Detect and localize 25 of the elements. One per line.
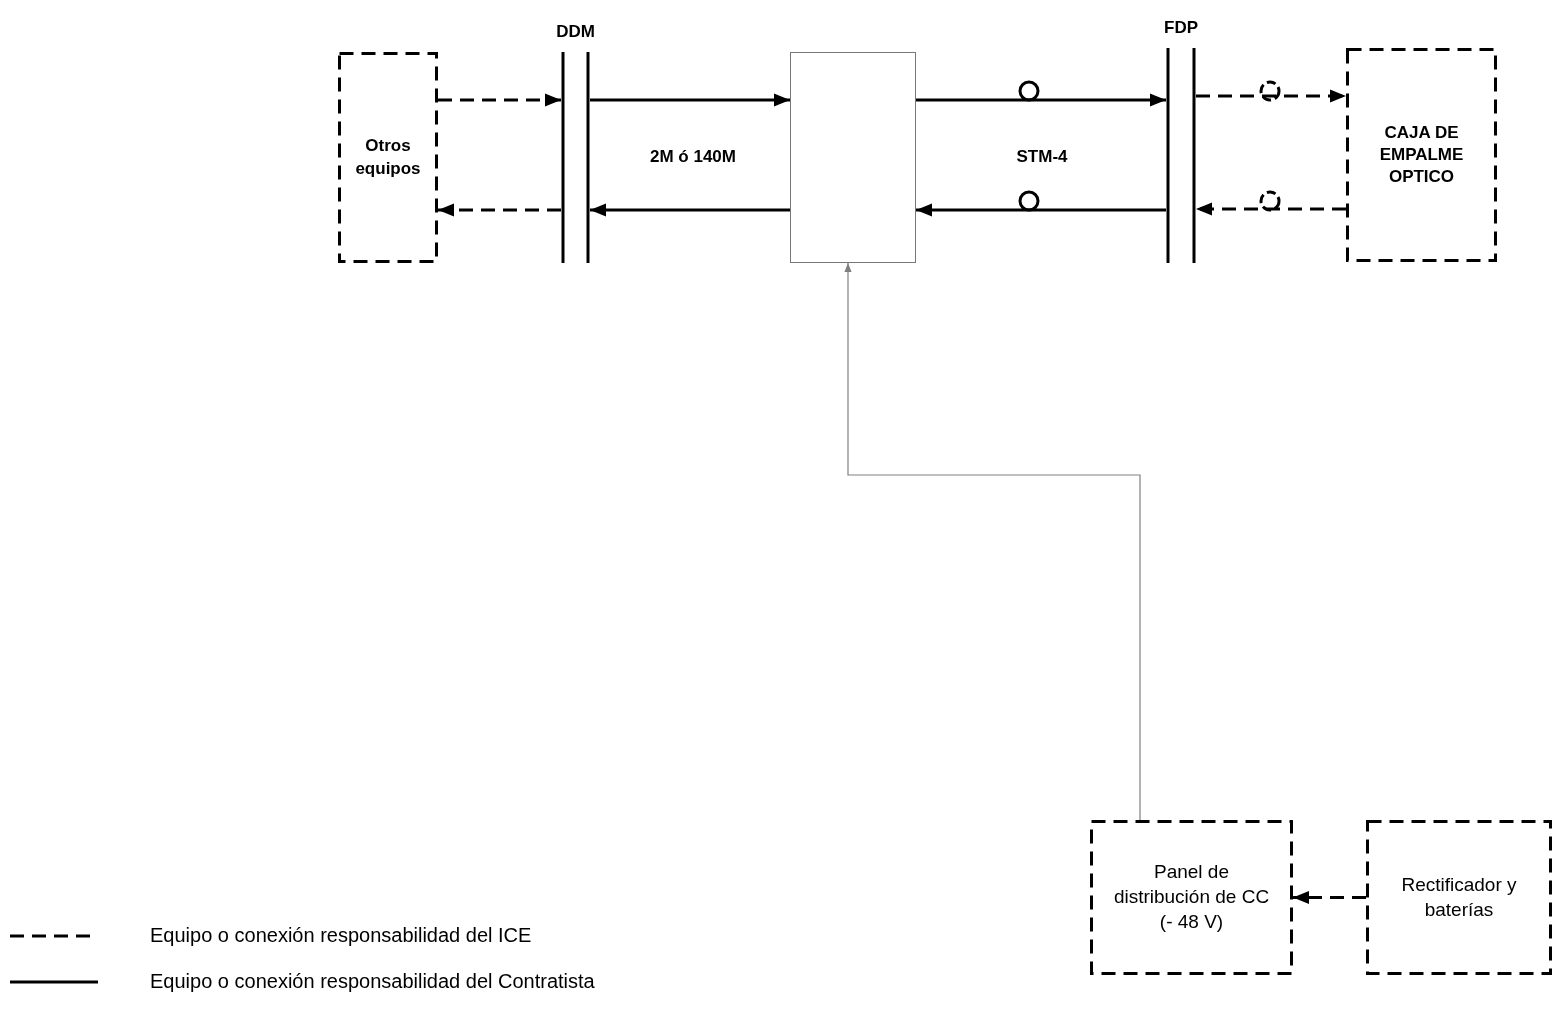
frame-label: DDM <box>556 22 595 42</box>
legend-text: Equipo o conexión responsabilidad del Contratista <box>150 970 595 993</box>
box-label: Otros equipos <box>354 135 422 180</box>
connector-arrow <box>1196 89 1346 103</box>
equipment-box <box>790 52 916 263</box>
signal-label: STM-4 <box>1016 147 1068 167</box>
connector-arrow <box>438 203 561 217</box>
connector-arrow <box>1293 891 1366 904</box>
equipment-box <box>1346 48 1497 262</box>
connector-arrow <box>844 262 1141 821</box>
equipment-box <box>1090 820 1293 975</box>
frame-label: FDP <box>1164 18 1198 38</box>
equipment-box <box>338 52 438 263</box>
connector-arrow <box>590 93 790 107</box>
box-label: Panel de distribución de CC (- 48 V) <box>1112 860 1271 934</box>
connector-arrow <box>438 93 561 107</box>
box-label: Rectificador y baterías <box>1400 872 1518 922</box>
box-label: CAJA DE EMPALME OPTICO <box>1378 121 1465 189</box>
legend-text: Equipo o conexión responsabilidad del ICE <box>150 924 532 947</box>
connector-arrow <box>916 93 1166 107</box>
connector-arrow <box>590 203 790 217</box>
equipment-box <box>1366 820 1552 975</box>
signal-label: 2M ó 140M <box>650 147 736 167</box>
connector-arrow <box>916 203 1166 217</box>
connector-arrow <box>1196 202 1346 216</box>
